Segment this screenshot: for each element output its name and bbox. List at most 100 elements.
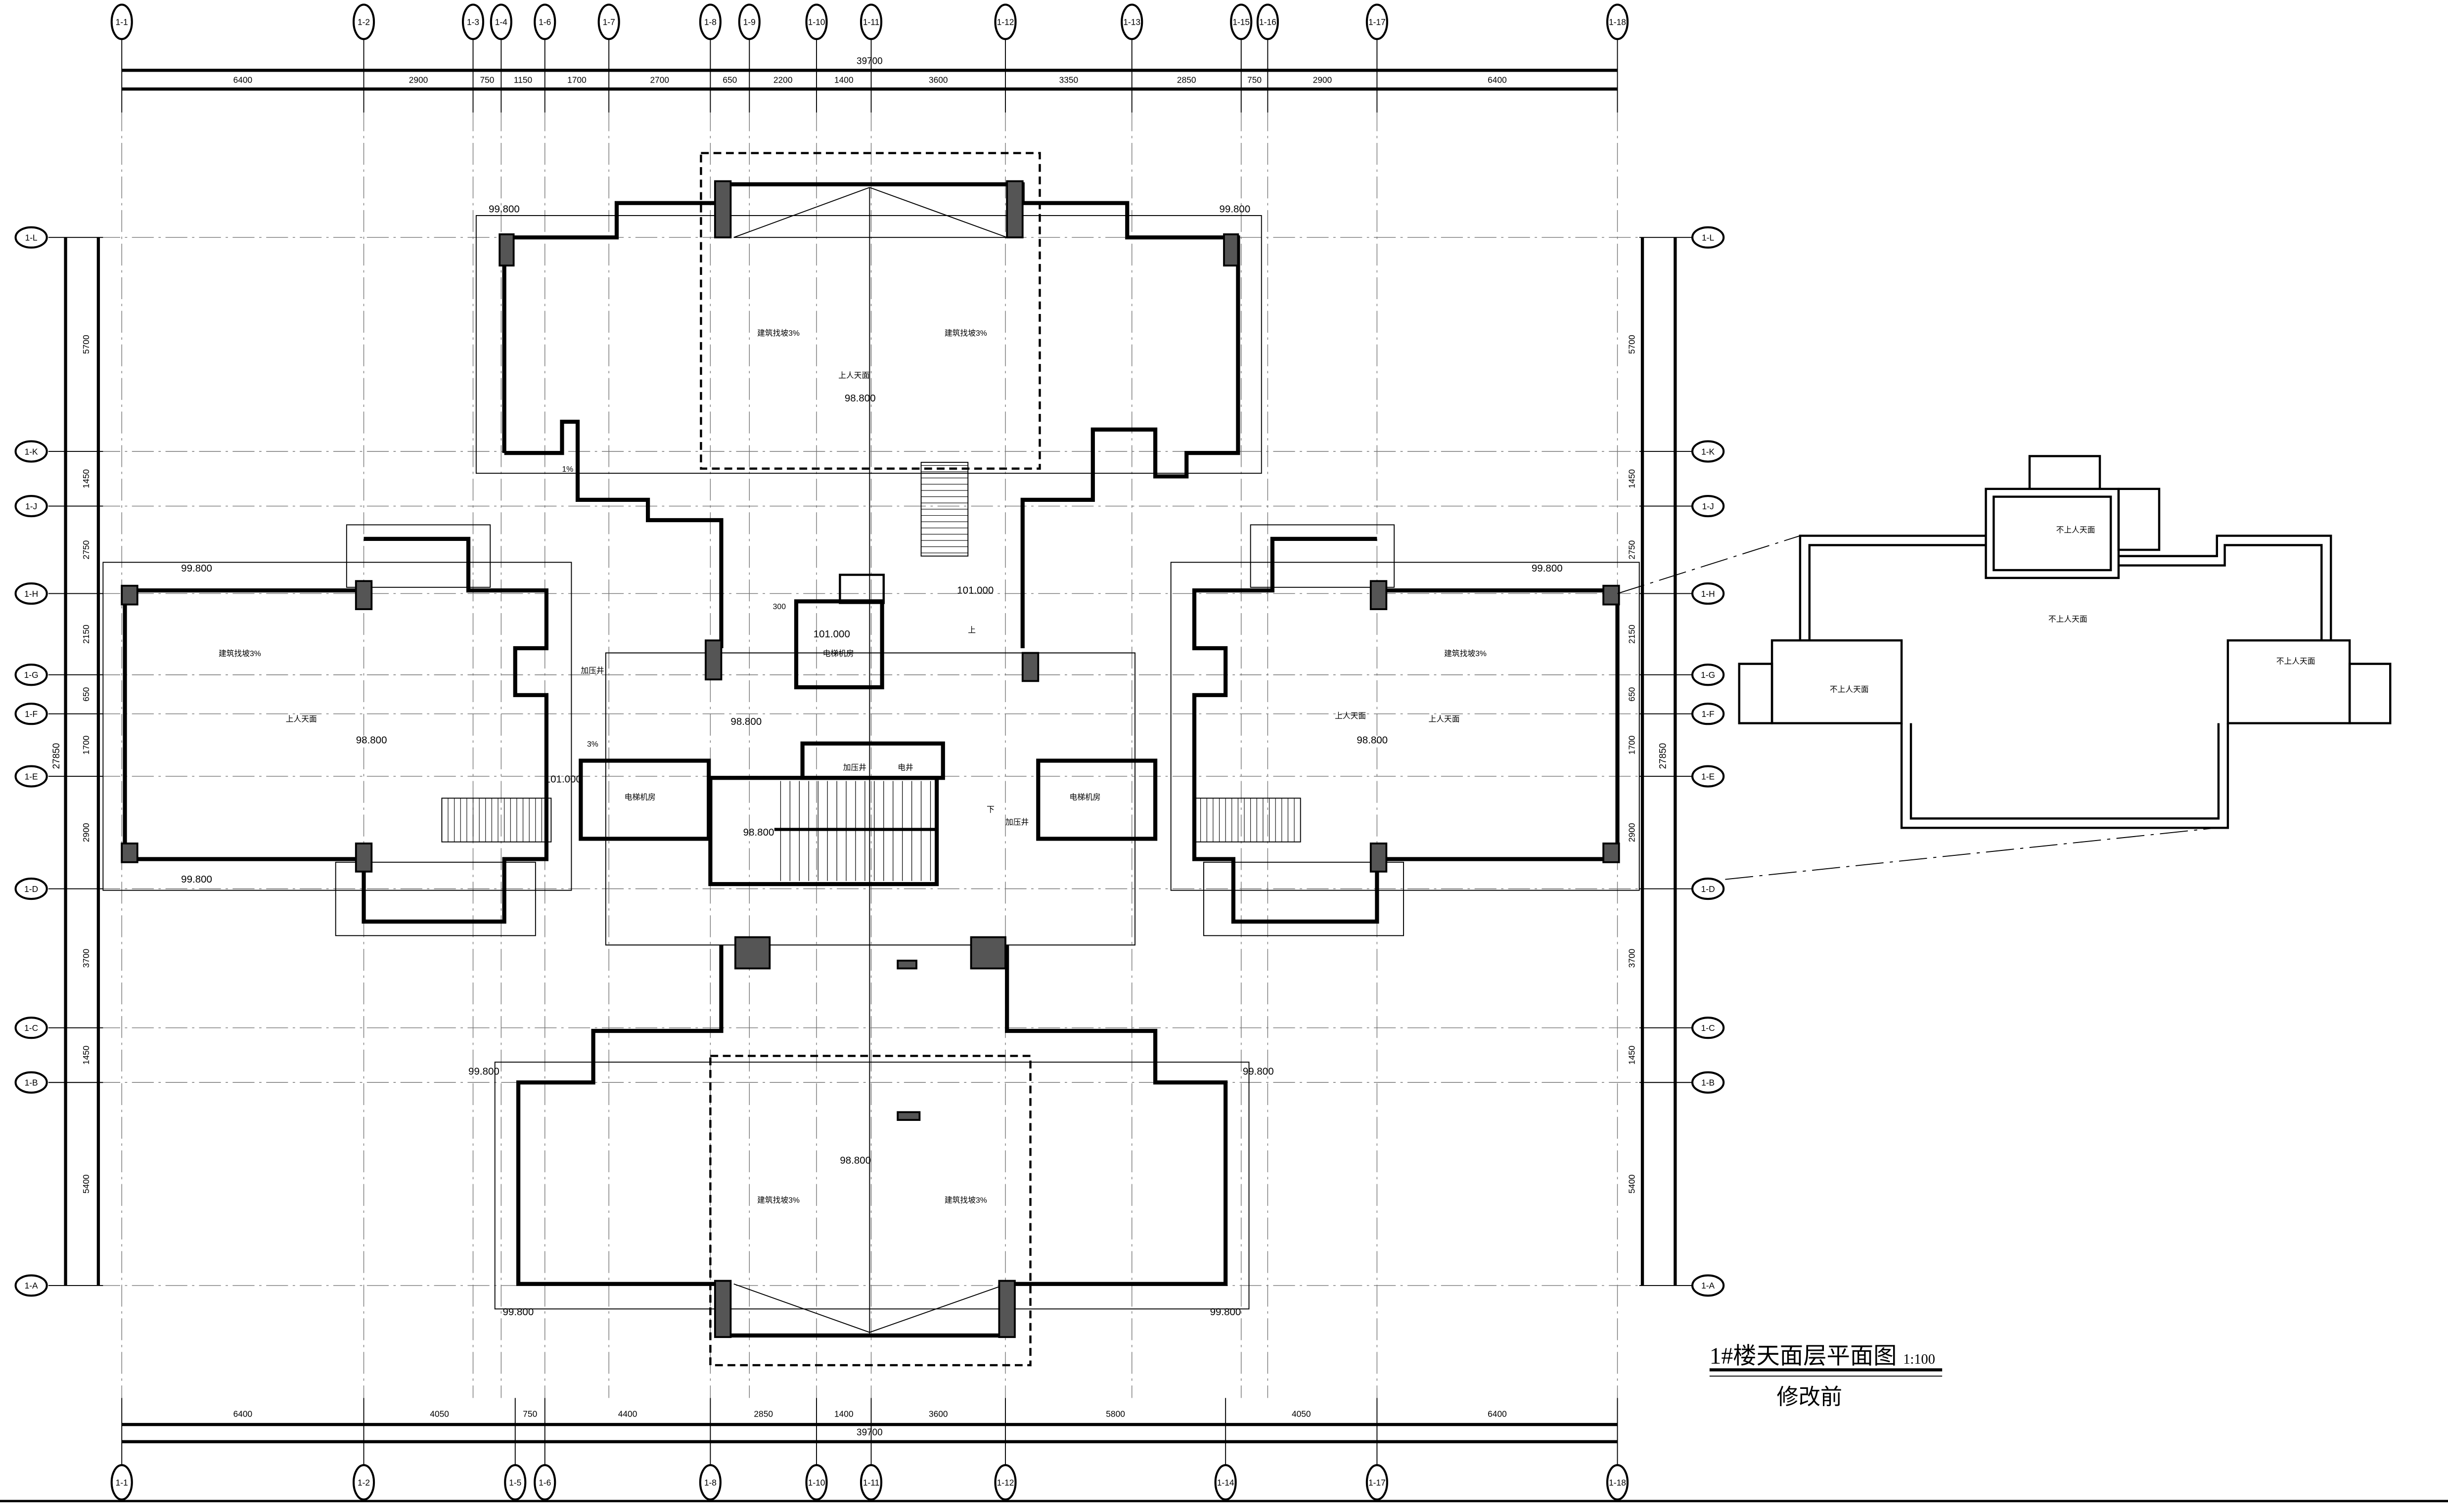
axis-bottom-bubble xyxy=(1606,1464,1629,1501)
inset-outer-outline xyxy=(1799,534,2332,829)
axis-bottom-bubble xyxy=(110,1464,133,1501)
axis-top-bubble xyxy=(534,3,556,41)
left-wing-bay-bottom xyxy=(335,861,536,936)
elevation-right-wing: 98.800 xyxy=(1357,735,1388,746)
grid-lines xyxy=(98,109,1643,1398)
axis-right-bubble xyxy=(1691,1274,1725,1297)
stair-treads xyxy=(441,465,1301,881)
inset-label-top: 不上人天面 xyxy=(2056,526,2095,534)
axis-bottom-bubble xyxy=(1214,1464,1237,1501)
left-exterior-stair xyxy=(441,798,552,843)
label-slope-fill-left: 建筑找坡3% xyxy=(219,649,261,658)
label-slope-fill-bottom-right: 建筑找坡3% xyxy=(945,1196,987,1204)
dimension-value: 5400 xyxy=(81,1174,91,1194)
axis-left-label: 1-C xyxy=(24,1023,38,1033)
axis-bottom-label: 1-14 xyxy=(1217,1477,1234,1487)
right-exterior-stair xyxy=(1194,798,1301,843)
axis-top-label: 1-12 xyxy=(997,17,1014,27)
axis-bottom-label: 1-17 xyxy=(1368,1477,1386,1487)
axis-bottom-bubble xyxy=(699,1464,722,1501)
axis-right-bubble xyxy=(1691,582,1725,605)
right-wing-wall xyxy=(1192,536,1620,924)
top-exterior-stair xyxy=(920,462,969,557)
right-wing-bay-outline xyxy=(1250,524,1395,588)
dimension-value: 4400 xyxy=(618,1409,637,1419)
dimension-value: 2850 xyxy=(1177,75,1196,85)
dimension-value: 2900 xyxy=(1313,75,1332,85)
axis-top-bubble xyxy=(597,3,620,41)
shaft-block xyxy=(800,741,945,780)
elevation-bottom-wing: 98.800 xyxy=(840,1155,871,1166)
inset-left-box xyxy=(1770,639,1903,724)
axis-top-label: 1-8 xyxy=(704,17,717,27)
label-slope-fill-bottom-left: 建筑找坡3% xyxy=(757,1196,800,1204)
elevation-parapet-bl2: 99.800 xyxy=(503,1306,534,1318)
axis-right-label: 1-G xyxy=(1701,670,1715,680)
dimension-value: 750 xyxy=(480,75,494,85)
label-accessible-roof-right: 上人天面 xyxy=(1335,712,1366,720)
elevation-machine-room-left: 101.000 xyxy=(545,774,582,785)
axis-right-bubble xyxy=(1691,1071,1725,1094)
dimension-value: 2150 xyxy=(81,624,91,644)
label-height-300: 300 xyxy=(773,603,786,611)
axis-right-bubble xyxy=(1691,440,1725,463)
label-slope-fill-right: 建筑找坡3% xyxy=(1444,649,1487,658)
inset-top-cap xyxy=(2028,455,2101,490)
label-accessible-roof-right-2: 上人天面 xyxy=(1429,714,1460,723)
dimension-value: 2750 xyxy=(81,540,91,560)
axis-left-bubble xyxy=(14,1274,48,1297)
label-pressurization-shaft-core: 加压井 xyxy=(843,763,866,772)
axis-right-label: 1-A xyxy=(1701,1281,1715,1290)
inset-top-box xyxy=(1985,488,2120,579)
axis-right-bubble xyxy=(1691,877,1725,900)
axis-bottom-label: 1-1 xyxy=(116,1477,128,1487)
dimension-value: 650 xyxy=(1627,687,1636,702)
label-slope-3: 3% xyxy=(587,740,598,749)
left-wing-wall xyxy=(123,536,549,924)
axis-top-bubble xyxy=(738,3,761,41)
axis-top-label: 1-16 xyxy=(1259,17,1276,27)
axis-left-label: 1-L xyxy=(25,232,38,242)
axis-left-label: 1-F xyxy=(25,709,38,719)
dimension-total: 27850 xyxy=(51,743,62,769)
bottom-slope-line xyxy=(869,1283,1007,1333)
inset-right-ext xyxy=(2348,663,2392,724)
axis-right-bubble xyxy=(1691,1017,1725,1039)
dimension-value: 1450 xyxy=(1627,1046,1636,1065)
right-wing-bay-bottom xyxy=(1203,861,1404,936)
label-pressurization-shaft-right: 加压井 xyxy=(1005,818,1029,827)
inset-label-right: 不上人天面 xyxy=(2276,657,2315,666)
axis-left-bubble xyxy=(14,494,48,518)
machine-room-roof-units xyxy=(839,574,885,604)
elevation-parapet-br2: 99.800 xyxy=(1210,1306,1241,1318)
dimension-value: 1700 xyxy=(567,75,587,85)
dimension-value: 650 xyxy=(81,687,91,702)
label-slope-1: 1% xyxy=(562,465,573,474)
axis-top-bubble xyxy=(699,3,722,41)
top-slope-line xyxy=(733,187,870,238)
dimension-total: 39700 xyxy=(857,1427,883,1438)
top-wing-wall-left xyxy=(504,419,724,649)
axis-right-label: 1-C xyxy=(1701,1023,1715,1033)
axis-bottom-label: 1-10 xyxy=(808,1477,825,1487)
label-electrical-shaft: 电井 xyxy=(898,763,913,772)
inset-top-box-inner xyxy=(1993,495,2112,572)
axis-top-bubble xyxy=(1121,3,1143,41)
dimension-value: 3700 xyxy=(1627,949,1636,968)
dimension-value: 2850 xyxy=(754,1409,773,1419)
elevation-parapet-bl: 99.800 xyxy=(468,1066,499,1077)
dimension-value: 4050 xyxy=(430,1409,449,1419)
top-wing-wall xyxy=(502,182,1240,649)
axis-left-bubble xyxy=(14,440,48,463)
axis-top-bubble xyxy=(1365,3,1388,41)
axis-left-bubble xyxy=(14,877,48,900)
machine-room-right xyxy=(1036,758,1158,841)
axis-bottom-label: 1-2 xyxy=(358,1477,370,1487)
bottom-slope-line xyxy=(733,1283,870,1333)
dimension-value: 5700 xyxy=(1627,335,1636,354)
axis-right-bubble xyxy=(1691,494,1725,518)
dimension-total: 39700 xyxy=(857,56,883,67)
